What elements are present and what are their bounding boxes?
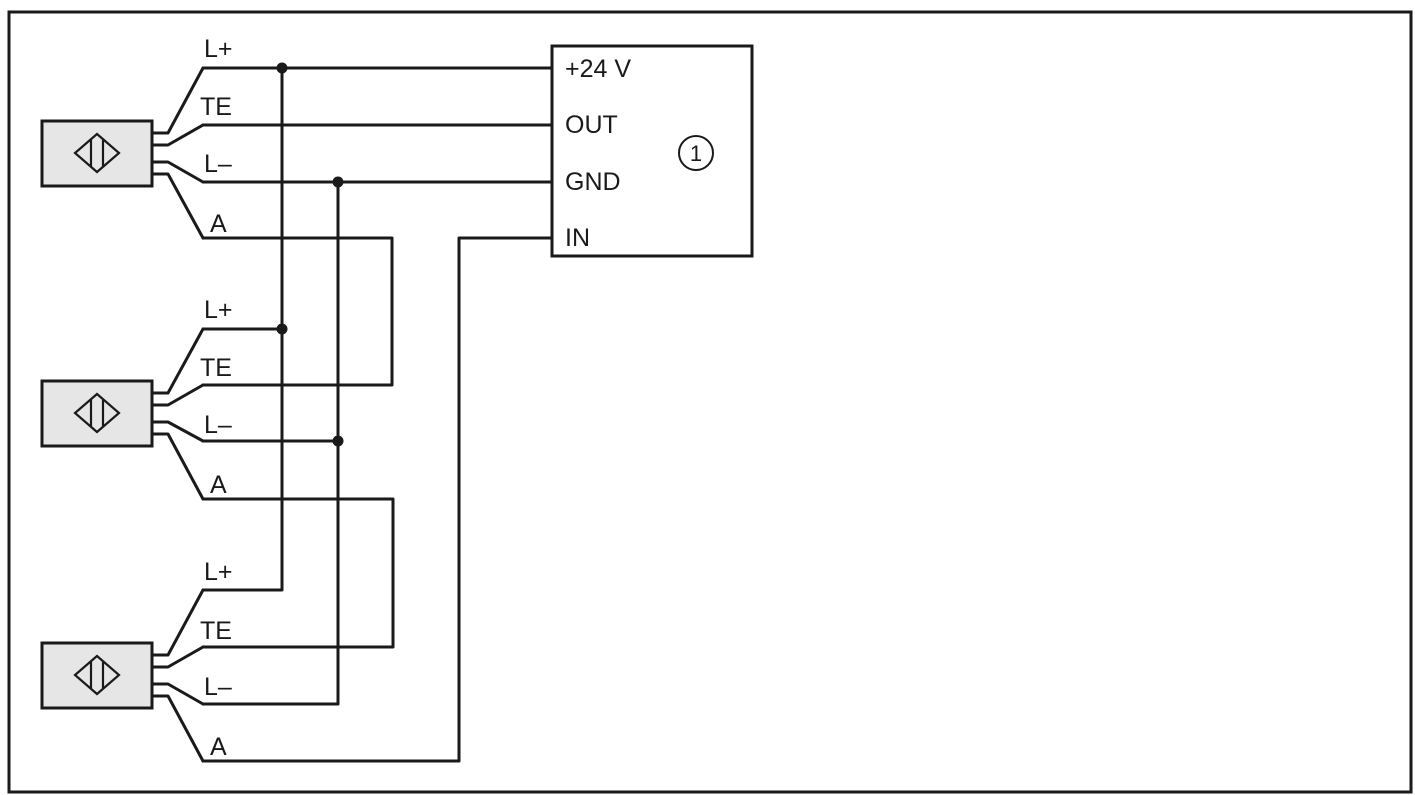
sensor-3-wire-lminus-label: L– bbox=[204, 673, 232, 701]
sensor-3-lead-a bbox=[150, 694, 205, 763]
sensor-1-wire-te-label: TE bbox=[200, 93, 232, 121]
sensor-1-lead-te bbox=[150, 123, 205, 147]
link-a1-te2 bbox=[201, 236, 394, 387]
junction-dot bbox=[332, 435, 344, 447]
sensor-3-body bbox=[40, 641, 154, 710]
link-a2-te3 bbox=[201, 497, 395, 649]
sensor-2-wire-lplus-label: L+ bbox=[204, 296, 233, 324]
sensor-2-wire-a-label: A bbox=[210, 471, 227, 499]
sensor-1-lead-lplus bbox=[150, 66, 205, 135]
junction-dot bbox=[332, 176, 344, 188]
sensor-3-lead-lplus bbox=[150, 588, 205, 657]
sensor-3-wire-a-label: A bbox=[210, 733, 227, 761]
in-wire bbox=[201, 236, 554, 763]
sensor-1-wire-lplus-label: L+ bbox=[204, 35, 233, 63]
sensor-1-wire-lminus-label: L– bbox=[204, 150, 232, 178]
reference-marker-circle bbox=[678, 135, 714, 171]
terminal-24v-label: +24 V bbox=[565, 55, 631, 83]
controller-box bbox=[550, 44, 754, 258]
sensor-2-wire-te-label: TE bbox=[200, 354, 232, 382]
junction-dot bbox=[276, 62, 288, 74]
terminal-in-label: IN bbox=[565, 224, 590, 252]
sensor-3-wire-te-label: TE bbox=[200, 617, 232, 645]
sensor-1-lead-lminus bbox=[150, 160, 205, 184]
controller-unit: +24 V OUT GND IN 1 bbox=[550, 44, 754, 258]
capacitive-sensor-icon bbox=[73, 654, 121, 696]
sensor-2-body bbox=[40, 379, 154, 448]
sensor-1-wire-a-label: A bbox=[210, 210, 227, 238]
sensor-3-lead-lminus bbox=[150, 682, 205, 706]
capacitive-sensor-icon bbox=[73, 132, 121, 174]
sensor-2: L+ TE L– A bbox=[40, 296, 233, 501]
sensor-2-lead-lminus bbox=[150, 420, 205, 443]
sensor-3: L+ TE L– A bbox=[40, 558, 233, 763]
junction-dot bbox=[276, 323, 288, 335]
sensor-2-lead-a bbox=[150, 432, 205, 501]
lplus-bus bbox=[201, 66, 284, 592]
capacitive-sensor-icon bbox=[73, 392, 121, 434]
terminal-out-label: OUT bbox=[565, 111, 618, 139]
sensor-3-lead-te bbox=[150, 645, 205, 669]
lminus-bus bbox=[201, 180, 340, 706]
reference-marker-label: 1 bbox=[690, 141, 702, 166]
sensor-1: L+ TE L– A bbox=[40, 35, 233, 240]
sensor-1-body bbox=[40, 119, 154, 188]
sensor-3-wire-lplus-label: L+ bbox=[204, 558, 233, 586]
sensor-1-lead-a bbox=[150, 172, 205, 240]
diagram-frame bbox=[7, 10, 1413, 794]
sensor-2-wire-lminus-label: L– bbox=[204, 411, 232, 439]
terminal-gnd-label: GND bbox=[565, 168, 621, 196]
sensor-2-lead-te bbox=[150, 383, 205, 407]
sensor-2-lead-lplus bbox=[150, 327, 205, 395]
